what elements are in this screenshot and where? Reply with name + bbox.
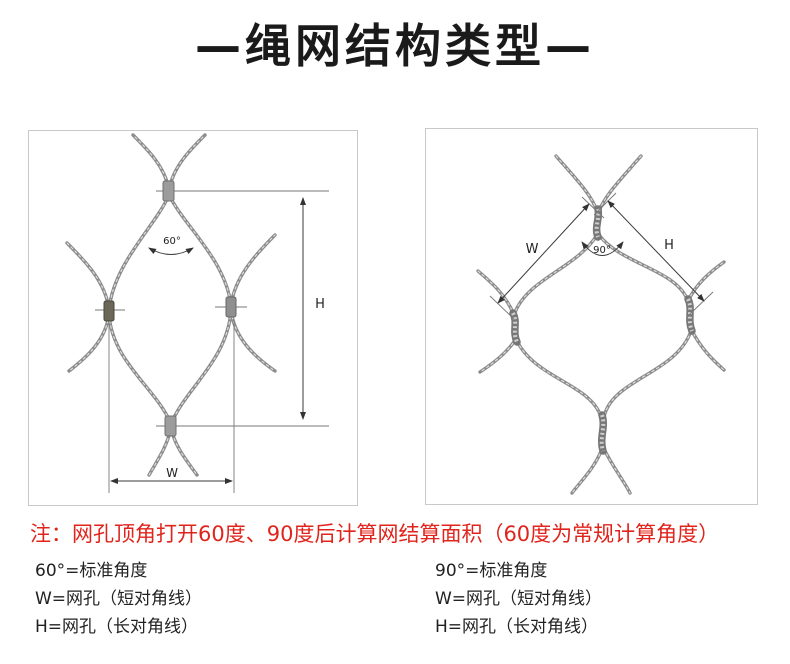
knot-twist-highlight — [511, 312, 519, 343]
extension-tick-h-bottom — [689, 291, 714, 315]
legend-item-angle: 60°=标准角度 — [35, 561, 148, 581]
ferrules — [103, 180, 237, 437]
extension-tick-h-top — [593, 192, 617, 216]
angle-arc-60 — [148, 247, 194, 255]
rope-right-down-right — [689, 327, 726, 372]
diagram-60-degree-mesh: 60° H W — [28, 130, 358, 506]
ferrule-top — [162, 180, 175, 202]
legend-item-h: H=网孔（长对角线） — [35, 617, 199, 637]
rope-strand-highlight — [68, 314, 110, 372]
dimension-line-w — [497, 203, 590, 304]
angle-arc-90 — [581, 241, 624, 256]
rope-strand-highlight — [168, 134, 206, 190]
rope-left-up-left — [476, 269, 516, 317]
rope-strand-highlight — [66, 242, 110, 310]
dimension-line-h — [607, 200, 705, 302]
rope-right-up-right — [686, 260, 726, 303]
rope-right-down-right — [229, 309, 277, 373]
legend-item-w: W=网孔（短对角线） — [435, 589, 603, 609]
angle-label-90: 90° — [593, 245, 611, 256]
rope-top-in-left — [554, 154, 599, 213]
rope-strand-highlight — [230, 234, 276, 306]
rope-strand-highlight — [230, 310, 276, 372]
dimension-label-w: W — [526, 242, 539, 257]
rope-strand-highlight — [108, 194, 170, 310]
rope-top-to-left — [107, 193, 171, 311]
legend-60-degree: 60°=标准角度 W=网孔（短对角线） H=网孔（长对角线） — [35, 557, 202, 641]
page-title: —绳网结构类型— — [195, 19, 595, 73]
knot-twist-highlight — [599, 414, 606, 452]
mesh-60-svg: 60° H W — [65, 133, 329, 493]
knot-twist-highlight — [594, 208, 601, 238]
dimension-label-w: W — [166, 466, 178, 480]
legend-item-angle: 90°=标准角度 — [435, 561, 548, 581]
dimension-lines — [489, 192, 714, 320]
ferrule-bottom — [164, 415, 177, 437]
rope-strand-highlight — [555, 155, 598, 212]
rope-top-to-right — [167, 193, 233, 307]
rope-strand-highlight — [148, 427, 172, 476]
rope-right-up-right — [229, 233, 277, 307]
ferrule-left — [103, 300, 115, 322]
extension-tick-w-top — [581, 196, 605, 219]
rope-bottom-down-left — [570, 447, 604, 495]
rope-left-down-left — [67, 313, 111, 373]
extension-tick-w-bottom — [489, 295, 515, 320]
rope-strand-highlight — [598, 234, 689, 302]
mesh-90-svg: W 90° H — [476, 154, 726, 495]
legend-item-h: H=网孔（长对角线） — [435, 617, 599, 637]
calculation-note: 注：网孔顶角打开60度、90度后计算网结算面积（60度为常规计算角度） — [30, 522, 720, 546]
rope-left-to-bottom — [107, 313, 173, 426]
rope-strand-highlight — [603, 448, 631, 494]
rope-strand-highlight — [108, 314, 172, 425]
rope-strand-highlight — [571, 448, 603, 494]
diagram-90-degree-mesh: W 90° H — [425, 128, 758, 505]
ferrule-right — [225, 296, 237, 318]
rope-strand-highlight — [170, 427, 198, 476]
dimension-label-h: H — [315, 297, 325, 312]
rope-strand-highlight — [603, 330, 692, 418]
rope-strand-highlight — [479, 338, 517, 373]
rope-top-to-right — [597, 233, 690, 303]
rope-top-in-right — [597, 154, 643, 213]
angle-label-60: 60° — [163, 236, 181, 247]
dimension-lines — [95, 190, 329, 493]
rope-strand-highlight — [170, 310, 232, 425]
rope-left-down-left — [478, 337, 518, 374]
rope-left-up-left — [65, 241, 111, 311]
rope-strand-highlight — [516, 340, 602, 418]
legend-item-w: W=网孔（短对角线） — [35, 589, 203, 609]
rope-strand-highlight — [168, 194, 232, 306]
dimension-label-h: H — [664, 238, 674, 253]
rope-strand-highlight — [598, 155, 642, 212]
rope-top-up-right — [167, 133, 207, 191]
legend-90-degree: 90°=标准角度 W=网孔（短对角线） H=网孔（长对角线） — [435, 557, 602, 641]
